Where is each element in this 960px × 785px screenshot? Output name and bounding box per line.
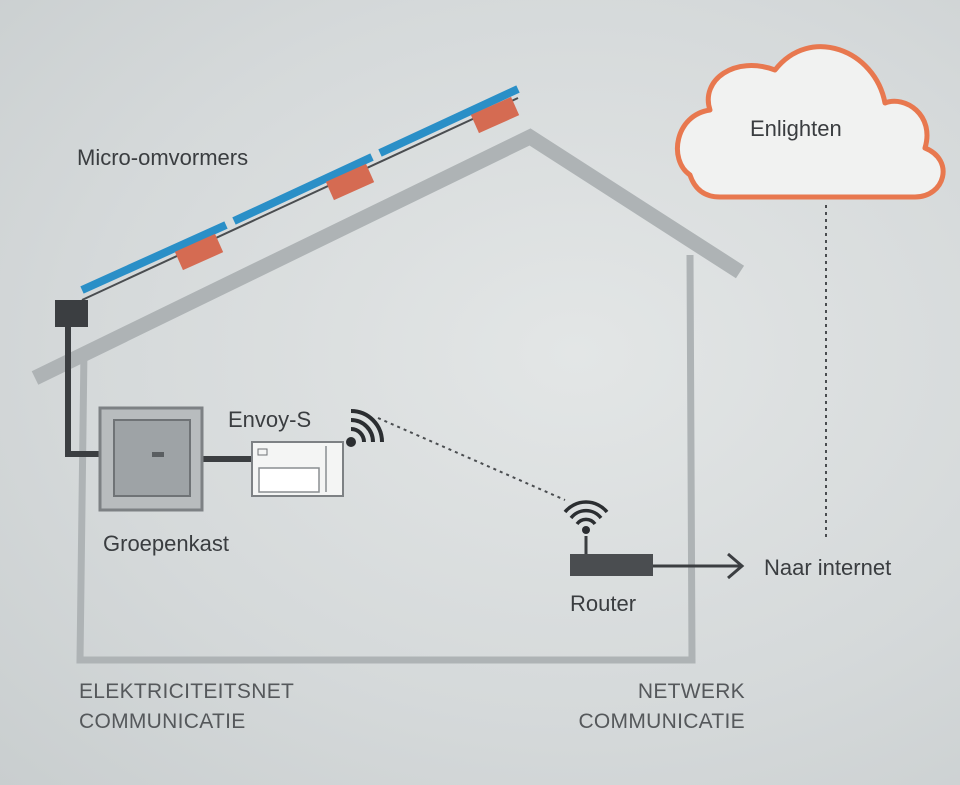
envoy-device: [251, 441, 344, 497]
cloud-label: Enlighten: [750, 116, 842, 141]
cloud-icon: [674, 44, 946, 200]
panel-rail: [81, 97, 519, 301]
section-left-line-2: COMMUNICATIE: [79, 710, 246, 733]
section-right-label: NETWERK COMMUNICATIE: [539, 677, 745, 737]
micro-inverters-label: Micro-omvormers: [77, 145, 249, 170]
distribution-box: [98, 406, 204, 512]
internet-label: Naar internet: [764, 555, 892, 580]
section-left-line-1: ELEKTRICITEITSNET: [79, 680, 295, 703]
solar-panels: [80, 85, 520, 301]
microinverter: [174, 233, 224, 271]
junction-box: [55, 300, 88, 327]
router-device: [570, 536, 653, 576]
wireless-link: [377, 417, 566, 501]
wifi-icon: [563, 500, 609, 534]
house-roof: [31, 128, 745, 385]
router-label: Router: [570, 591, 637, 616]
house-walls: [76, 254, 696, 664]
section-left-label: ELEKTRICITEITSNET COMMUNICATIE: [79, 677, 294, 737]
ac-cable: [65, 327, 100, 457]
arrow-right-icon: [727, 552, 745, 580]
solar-panel: [232, 153, 374, 225]
solar-panel: [80, 221, 228, 294]
house: [31, 128, 745, 664]
solar-panel: [378, 85, 520, 157]
envoy-label: Envoy-S: [228, 407, 312, 432]
microinverter: [325, 163, 375, 201]
microinverter: [470, 96, 520, 134]
section-right-line-1: NETWERK: [637, 680, 745, 703]
wifi-icon: [346, 409, 384, 447]
groepenkast-label: Groepenkast: [103, 531, 229, 556]
section-right-line-2: COMMUNICATIE: [578, 710, 745, 733]
